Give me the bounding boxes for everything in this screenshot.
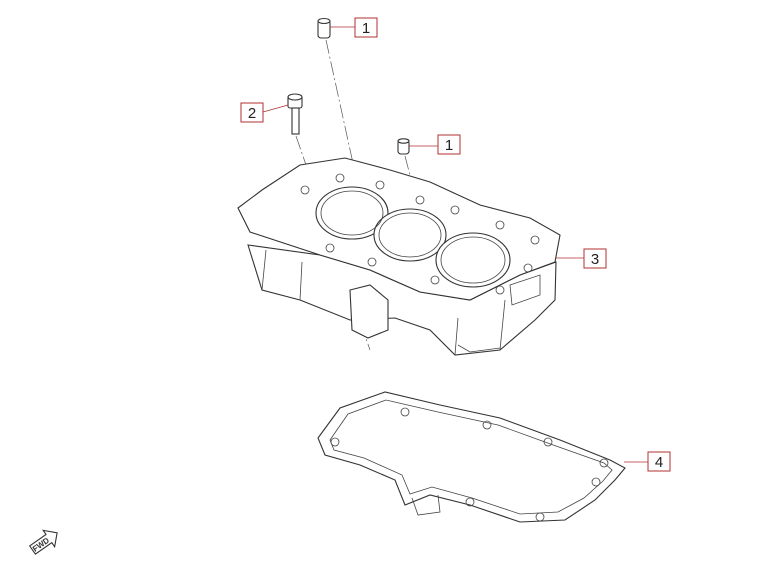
- dowel-pin-middle: [397, 138, 410, 155]
- callout-3: 3: [556, 248, 607, 269]
- svg-text:4: 4: [655, 454, 663, 471]
- cylinder-bore-1: [315, 186, 389, 240]
- svg-text:1: 1: [362, 20, 370, 37]
- callout-1-top: 1: [330, 17, 378, 38]
- cylinder-bore-3: [435, 232, 511, 288]
- cylinder-bore-2: [373, 208, 447, 262]
- callout-1-middle: 1: [409, 134, 461, 155]
- gasket: [317, 391, 626, 523]
- callout-2: 2: [240, 102, 289, 123]
- callout-4: 4: [624, 451, 671, 472]
- svg-text:3: 3: [591, 251, 599, 268]
- dowel-pin-top: [317, 17, 331, 39]
- svg-text:2: 2: [248, 105, 256, 122]
- svg-text:1: 1: [445, 137, 453, 154]
- bolt: [287, 93, 303, 135]
- cylinder-block: [237, 157, 561, 356]
- fwd-arrow-icon: FWD: [28, 529, 58, 555]
